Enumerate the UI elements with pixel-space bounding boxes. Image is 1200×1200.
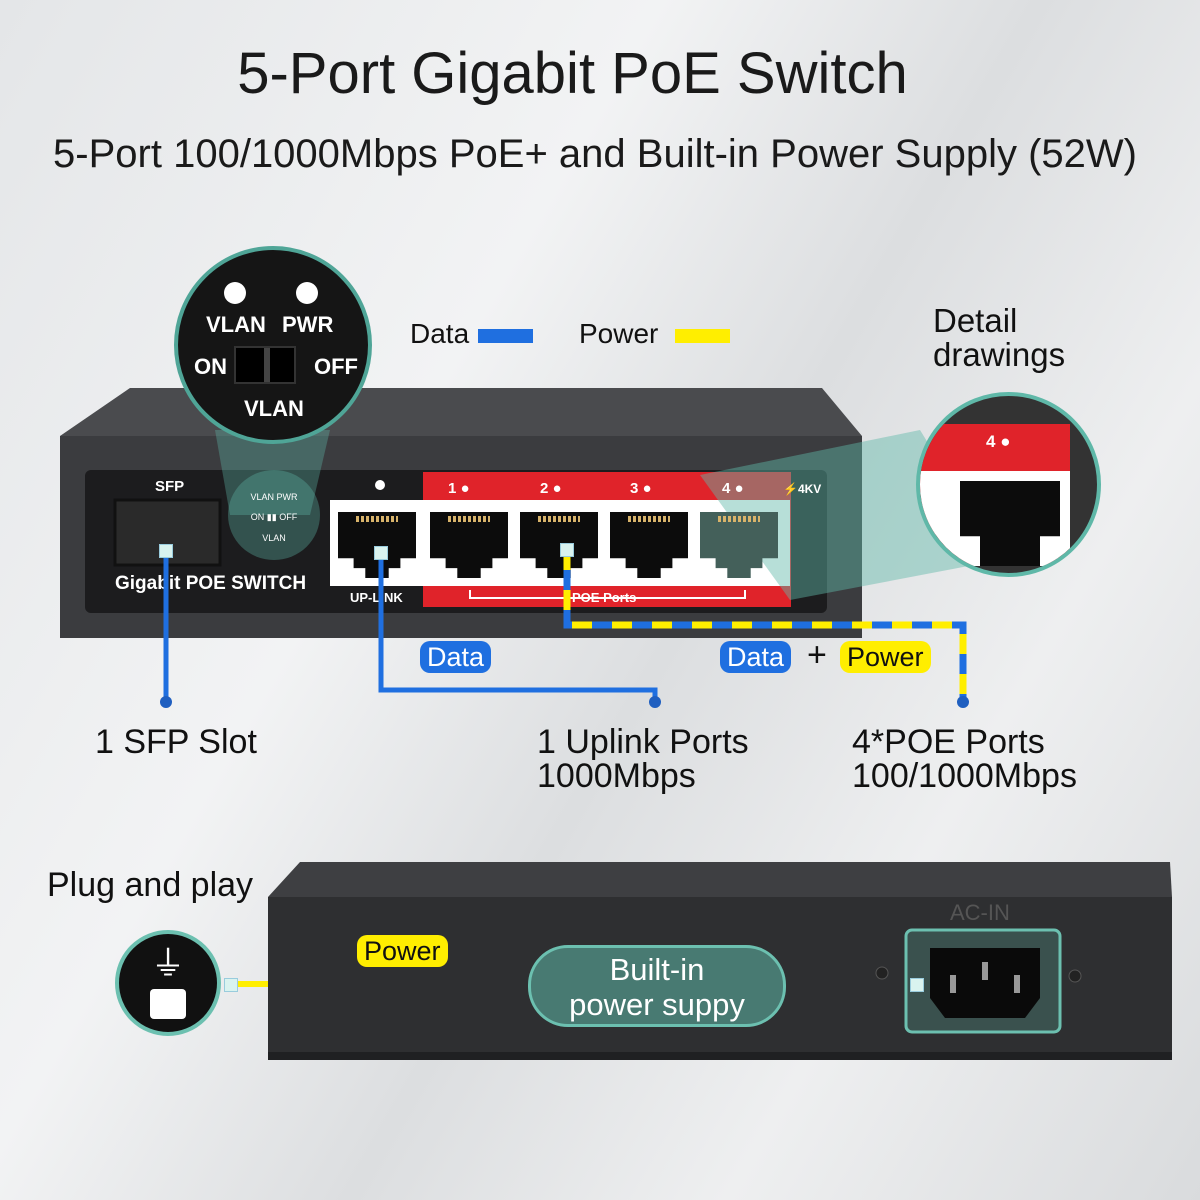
legend-power-label: Power <box>579 318 659 349</box>
led-panel: VLAN PWR ON ▮▮ OFF VLAN <box>228 470 320 560</box>
port-4-label: 4 ● <box>722 480 744 497</box>
data-badge-poe: Data <box>720 641 792 673</box>
ac-in-node <box>910 978 924 992</box>
detail-drawing-circle: 4 ● <box>916 392 1101 577</box>
poe-callout-line1: 4*POE Ports <box>852 723 1045 761</box>
uplink-node <box>374 546 388 560</box>
power-badge-rear: Power <box>357 935 448 967</box>
legend-data-label: Data <box>410 318 470 349</box>
data-badge-uplink: Data <box>420 641 492 673</box>
legend-power-swatch <box>675 329 730 343</box>
port-1-label: 1 ● <box>448 480 470 497</box>
sfp-label: SFP <box>155 478 185 495</box>
legend-data-swatch <box>478 329 533 343</box>
plug-and-play-label: Plug and play <box>47 866 254 904</box>
sfp-node <box>159 544 173 558</box>
vlan-led-label: VLAN <box>206 312 266 337</box>
vlan-zoom-callout: VLAN PWR ON OFF VLAN <box>174 246 372 444</box>
page-title: 5-Port Gigabit PoE Switch <box>237 41 908 106</box>
port-3-label: 3 ● <box>630 480 652 497</box>
poe-callout-line2: 100/1000Mbps <box>852 757 1077 795</box>
ac-in-label: AC-IN <box>950 900 1010 925</box>
plus-sign: + <box>807 636 827 674</box>
plug-node <box>224 978 238 992</box>
vlan-toggle-switch <box>234 346 296 384</box>
surge-label: ⚡4KV <box>783 482 822 496</box>
port-2-label: 2 ● <box>540 480 562 497</box>
pwr-led-label: PWR <box>282 312 334 337</box>
poe-ports-label: POE Ports <box>572 590 637 605</box>
detail-port-number: 4 <box>986 432 996 451</box>
power-plug-icon: ⏚ <box>115 930 221 1036</box>
off-label: OFF <box>314 354 358 379</box>
on-label: ON <box>194 354 227 379</box>
detail-drawings-label: Detail drawings <box>933 302 1066 373</box>
uplink-callout-line1: 1 Uplink Ports <box>537 723 749 761</box>
page-subtitle: 5-Port 100/1000Mbps PoE+ and Built-in Po… <box>53 132 1137 176</box>
vlan-switch-label: VLAN <box>244 396 304 421</box>
power-badge-poe: Power <box>840 641 931 673</box>
uplink-label: UP-LINK <box>350 590 403 605</box>
sfp-callout: 1 SFP Slot <box>95 723 257 761</box>
brand-label: Gigabit POE SWITCH <box>115 573 307 594</box>
poe-node <box>560 543 574 557</box>
uplink-callout-line2: 1000Mbps <box>537 757 696 795</box>
uplink-led <box>375 480 385 490</box>
